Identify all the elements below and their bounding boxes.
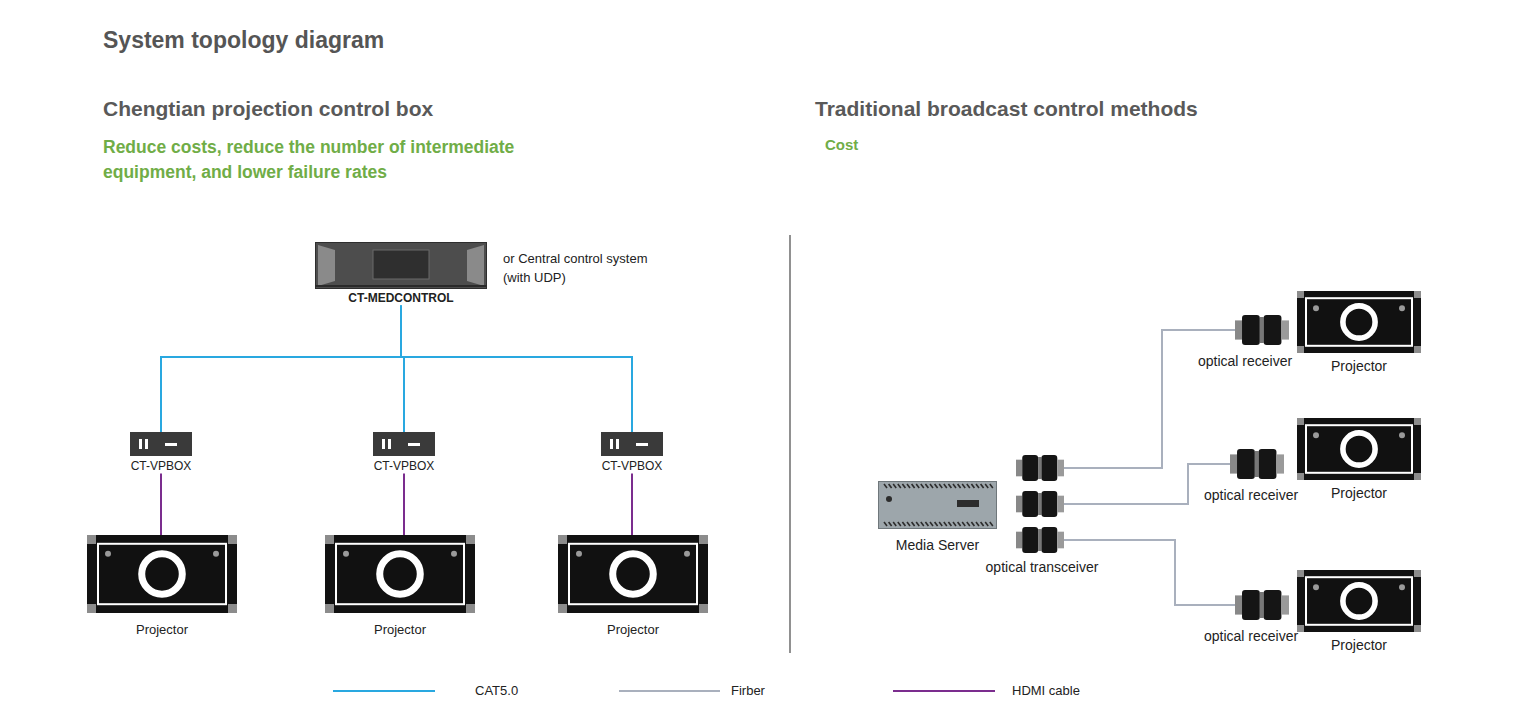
projector: Projector — [1295, 291, 1423, 375]
node-label: optical transceiver — [986, 559, 1099, 576]
recv-icon — [1235, 590, 1289, 620]
node-label: optical receiver — [1204, 487, 1298, 504]
projector: Projector — [323, 535, 477, 638]
control-box: CT-VPBOX — [371, 432, 437, 473]
legend-label: Firber — [731, 683, 765, 699]
legend-entry: CAT5.0 — [333, 681, 518, 701]
vpbox-icon — [373, 432, 435, 456]
optical-receiver: optical receiver — [1230, 449, 1284, 479]
node-label: Projector — [1295, 637, 1423, 654]
server-icon — [878, 481, 997, 529]
section-heading: Chengtian projection control box — [103, 96, 433, 121]
vpbox-icon — [130, 432, 192, 456]
legend-label: CAT5.0 — [475, 683, 518, 699]
proj-icon — [87, 535, 237, 613]
cat5-cable — [161, 305, 401, 432]
node-label: CT-VPBOX — [128, 459, 194, 473]
legend-line-sample — [333, 681, 435, 701]
projector: Projector — [85, 535, 239, 638]
media-server: Media Server — [876, 481, 999, 554]
recv-icon — [1235, 315, 1289, 345]
projector: Projector — [1295, 570, 1423, 654]
cat5-cable — [401, 305, 632, 432]
legend-line-sample — [893, 681, 995, 701]
node-label: Projector — [323, 622, 477, 638]
node-label: Projector — [1295, 485, 1423, 502]
recv-icon — [1230, 449, 1284, 479]
control-server: CT-MEDCONTROL — [313, 242, 489, 305]
section-divider — [789, 235, 790, 653]
projector: Projector — [556, 535, 710, 638]
benefit-note: Reduce costs, reduce the number of inter… — [103, 135, 553, 185]
proj-icon — [1297, 418, 1421, 480]
proj-icon — [325, 535, 475, 613]
node-label: optical receiver — [1198, 353, 1292, 370]
projector: Projector — [1295, 418, 1423, 502]
optical-transceiver: optical transceiver — [1016, 455, 1064, 553]
fiber-cable — [1064, 330, 1235, 468]
alternative-note: or Central control system (with UDP) — [503, 249, 678, 287]
legend-label: HDMI cable — [1012, 683, 1080, 699]
page-title: System topology diagram — [103, 27, 384, 55]
legend-line-sample — [619, 681, 720, 701]
proj-icon — [1297, 570, 1421, 632]
node-label: CT-MEDCONTROL — [313, 291, 489, 305]
rack-icon — [315, 242, 487, 289]
control-box: CT-VPBOX — [128, 432, 194, 473]
node-label: CT-VPBOX — [371, 459, 437, 473]
node-label: Projector — [85, 622, 239, 638]
node-label: Projector — [556, 622, 710, 638]
legend-entry: Firber — [619, 681, 765, 701]
legend-entry: HDMI cable — [893, 681, 1080, 701]
hdmi-cable — [631, 473, 633, 535]
trans3-icon — [1016, 455, 1064, 553]
node-label: optical receiver — [1204, 628, 1298, 645]
vpbox-icon — [601, 432, 663, 456]
proj-icon — [558, 535, 708, 613]
node-label: Media Server — [876, 537, 999, 554]
proj-icon — [1297, 291, 1421, 353]
cost-note: Cost — [825, 136, 858, 154]
node-label: CT-VPBOX — [599, 459, 665, 473]
optical-receiver: optical receiver — [1235, 590, 1289, 620]
control-box: CT-VPBOX — [599, 432, 665, 473]
hdmi-cable — [160, 473, 162, 535]
hdmi-cable — [403, 473, 405, 535]
node-label: Projector — [1295, 358, 1423, 375]
optical-receiver: optical receiver — [1235, 315, 1289, 345]
section-heading: Traditional broadcast control methods — [815, 96, 1198, 121]
